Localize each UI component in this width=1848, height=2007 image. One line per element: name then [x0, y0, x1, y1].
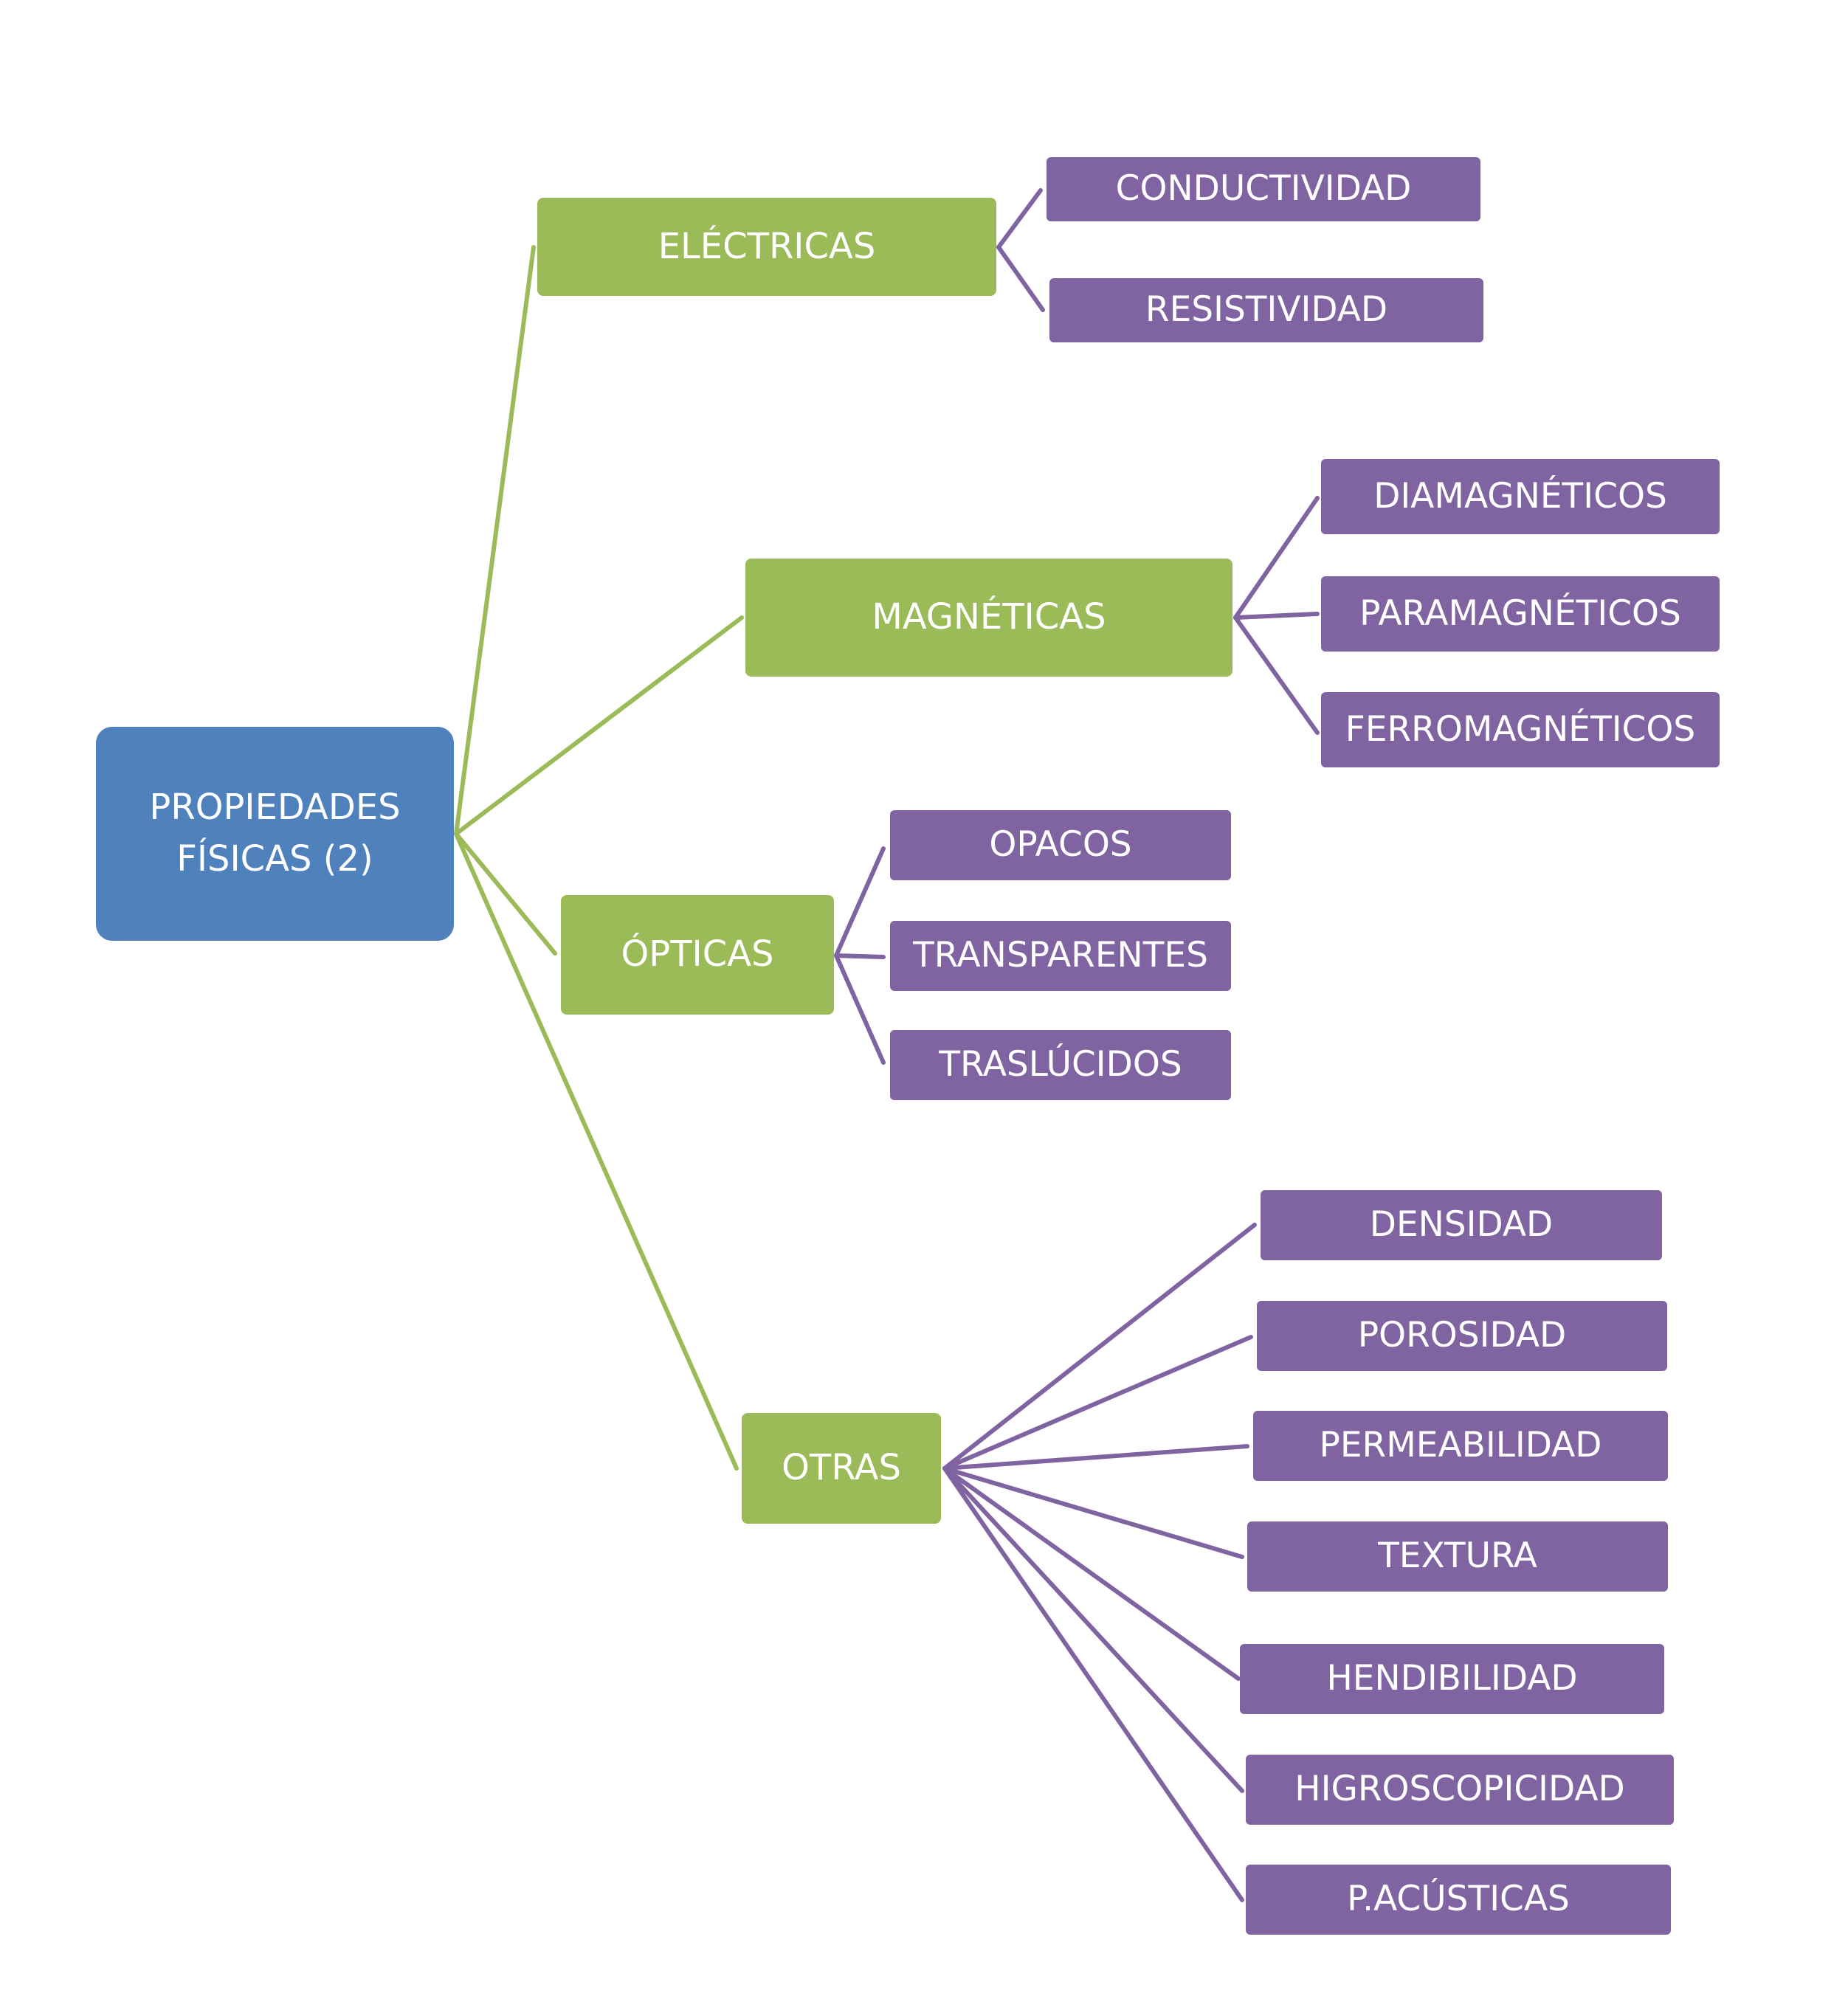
link-otras-permeabilidad — [942, 1444, 1249, 1471]
root-node: PROPIEDADES FÍSICAS (2) — [96, 727, 454, 941]
link-opticas-traslucidos — [834, 953, 886, 1065]
link-magneticas-ferromagneticos — [1233, 615, 1320, 735]
link-root-electricas — [454, 245, 536, 836]
leaf-textura: TEXTURA — [1247, 1521, 1668, 1592]
link-otras-higroscopicidad — [942, 1466, 1244, 1793]
link-otras-pacusticas — [942, 1466, 1244, 1902]
link-root-opticas — [454, 832, 557, 956]
root-label-line2: FÍSICAS (2) — [176, 838, 373, 880]
root-label-line1: PROPIEDADES — [149, 787, 401, 829]
category-magneticas: MAGNÉTICAS — [745, 559, 1232, 677]
leaf-opacos: OPACOS — [890, 810, 1231, 880]
leaf-permeabilidad: PERMEABILIDAD — [1253, 1411, 1668, 1481]
link-magneticas-diamagneticos — [1233, 496, 1320, 620]
leaf-hendibilidad: HENDIBILIDAD — [1240, 1644, 1664, 1714]
link-otras-hendibilidad — [942, 1466, 1241, 1681]
link-electricas-resistividad — [996, 245, 1045, 312]
leaf-conductividad: CONDUCTIVIDAD — [1047, 157, 1480, 221]
leaf-diamagneticos: DIAMAGNÉTICOS — [1321, 459, 1720, 534]
link-otras-porosidad — [942, 1335, 1253, 1471]
category-opticas: ÓPTICAS — [561, 895, 834, 1015]
link-root-magneticas — [454, 615, 744, 836]
leaf-porosidad: POROSIDAD — [1257, 1301, 1667, 1371]
leaf-transparentes: TRANSPARENTES — [890, 921, 1231, 991]
category-otras: OTRAS — [742, 1413, 941, 1524]
leaf-ferromagneticos: FERROMAGNÉTICOS — [1321, 692, 1720, 767]
link-electricas-conductividad — [996, 188, 1043, 249]
leaf-densidad: DENSIDAD — [1261, 1190, 1662, 1260]
link-magneticas-paramagneticos — [1233, 612, 1320, 620]
leaf-pacusticas: P.ACÚSTICAS — [1246, 1865, 1671, 1935]
leaf-traslucidos: TRASLÚCIDOS — [890, 1030, 1231, 1100]
leaf-paramagneticos: PARAMAGNÉTICOS — [1321, 576, 1720, 652]
link-opticas-transparentes — [834, 953, 886, 959]
link-opticas-opacos — [834, 846, 886, 958]
leaf-resistividad: RESISTIVIDAD — [1049, 278, 1483, 342]
link-otras-densidad — [942, 1223, 1257, 1471]
category-electricas: ELÉCTRICAS — [537, 198, 996, 296]
link-root-otras — [454, 832, 739, 1471]
leaf-higroscopicidad: HIGROSCOPICIDAD — [1246, 1755, 1674, 1825]
link-otras-textura — [942, 1466, 1244, 1559]
